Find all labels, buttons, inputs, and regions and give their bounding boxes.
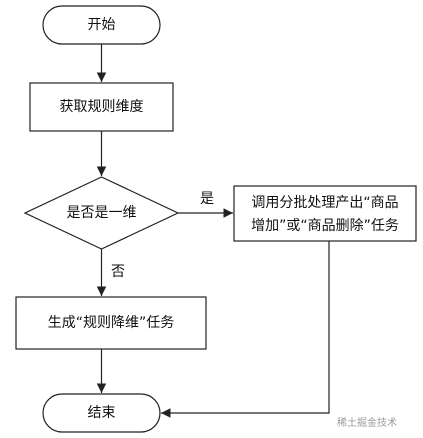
get-rule-dims-node (29, 82, 174, 132)
is-one-dim-label: 是否是一维 (67, 205, 137, 221)
no-label: 否 (111, 264, 125, 280)
start-label: 开始 (88, 17, 116, 33)
watermark: 稀土掘金技术 (337, 418, 397, 429)
batch-task-node (233, 185, 417, 242)
edge-batch-to-end (161, 241, 330, 418)
gen-reduce-task-label: 生成“规则降维”任务 (48, 315, 175, 331)
get-rule-dims-label: 获取规则维度 (60, 99, 144, 115)
batch-task-label-line1: 调用分批处理产出“商品 (251, 195, 398, 211)
batch-task-label-line2: 增加”或“商品删除”任务 (251, 218, 399, 234)
gen-reduce-task-node (15, 296, 207, 350)
end-label: 结束 (88, 405, 116, 421)
end-node (42, 393, 161, 433)
yes-label: 是 (200, 191, 214, 207)
